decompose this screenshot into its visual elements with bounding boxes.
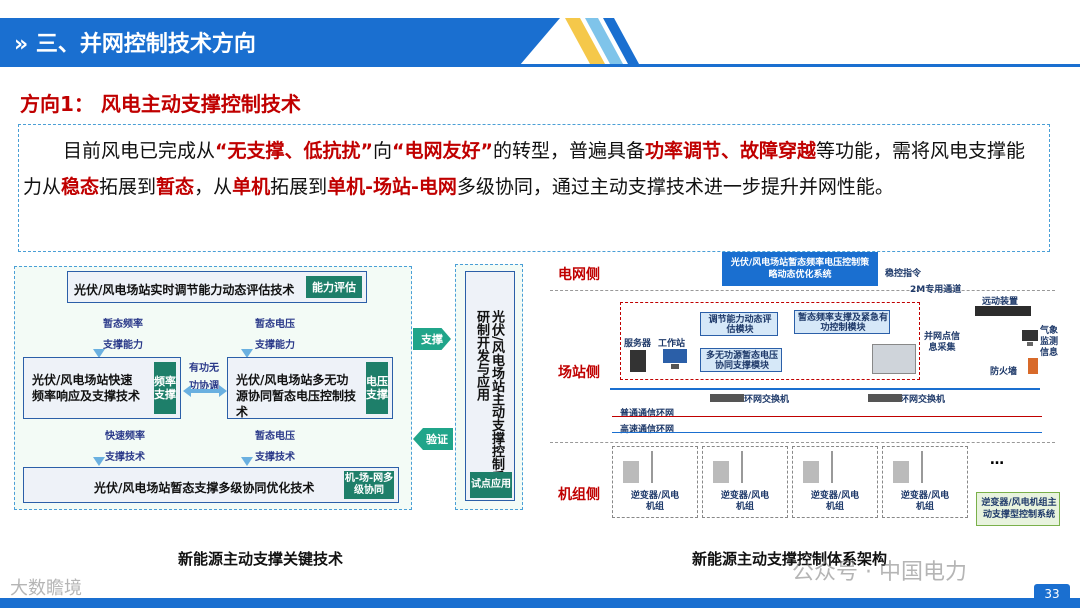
ellipsis: … — [990, 452, 1004, 468]
remote-device-icon — [975, 306, 1031, 316]
freq-support-box: 光伏/风电场站快速频率响应及支撑技术 频率支撑 — [23, 357, 181, 419]
bottom-tech-tag: 机-场-网多级协同 — [344, 471, 394, 499]
fast-ring-line — [612, 432, 1042, 433]
normal-ring-line — [612, 416, 1042, 417]
label-coord: 有功无功协调 — [189, 363, 219, 392]
weather-label: 气象监测信息 — [1039, 326, 1058, 358]
left-caption: 新能源主动支撑关键技术 — [178, 550, 344, 568]
unit-box: 逆变器/风电机组 — [702, 446, 788, 518]
server-label: 服务器 — [624, 339, 652, 349]
firewall-icon — [1028, 358, 1038, 374]
switch-icon — [868, 394, 902, 402]
legend-box: 逆变器/风电机组主动支撑型控制系统 — [976, 492, 1060, 526]
unit-box: 逆变器/风电机组 — [882, 446, 968, 518]
channel-label: 2M专用通道 — [910, 285, 962, 295]
footer-bar — [0, 598, 1080, 608]
label-fast-freq: 快速频率支撑技术 — [105, 431, 145, 463]
double-arrow-icon — [183, 385, 227, 397]
label-trans-volt: 暂态电压支撑技术 — [255, 431, 295, 463]
workstation-icon — [663, 349, 687, 369]
ring-line — [610, 388, 1040, 390]
switch-icon — [710, 394, 744, 402]
system-dev-box: 光伏/风电场站主动支撑控制系统研制开发与应用 试点应用 — [465, 271, 515, 501]
eval-module: 调节能力动态评估模块 — [700, 312, 778, 336]
volt-module: 多无功源暂态电压协同支撑模块 — [700, 348, 782, 372]
arrow-down-icon — [241, 457, 253, 466]
divider — [550, 290, 1055, 291]
station-side-label: 场站侧 — [558, 365, 600, 381]
right-caption: 新能源主动支撑控制体系架构 — [692, 550, 888, 568]
label-volt: 暂态电压支撑能力 — [255, 319, 295, 351]
remote-label: 远动装置 — [982, 297, 1019, 307]
divider — [550, 442, 1055, 443]
firewall-label: 防火墙 — [990, 367, 1018, 377]
page-number: 33 — [1034, 584, 1070, 604]
watermark-right: 公众号 · 中国电力 — [792, 560, 967, 585]
computer-icon — [1022, 330, 1038, 346]
arrow-down-icon — [93, 349, 105, 358]
unit-side-label: 机组侧 — [558, 487, 600, 503]
arrow-down-icon — [93, 457, 105, 466]
optimization-system-box: 光伏/风电场站暂态频率电压控制策略动态优化系统 — [722, 252, 878, 286]
arrow-down-icon — [241, 349, 253, 358]
ring-switch-label-2: 环网交换机 — [900, 395, 946, 405]
section-title: » 三、并网控制技术方向 — [14, 32, 256, 57]
normal-ring-label: 普通通信环网 — [620, 409, 675, 419]
intro-paragraph: 目前风电已完成从“无支撑、低抗扰”向“电网友好”的转型，普遍具备功率调节、故障穿… — [18, 124, 1050, 252]
controller-icon — [872, 344, 916, 374]
header-decoration — [565, 18, 639, 64]
pilot-tag: 试点应用 — [470, 472, 512, 498]
unit-box: 逆变器/风电机组 — [792, 446, 878, 518]
volt-support-box: 光伏/风电场站多无功源协同暂态电压控制技术 电压支撑 — [227, 357, 393, 419]
freq-support-tag: 频率支撑 — [154, 362, 176, 414]
workstation-label: 工作站 — [658, 339, 686, 349]
unit-box: 逆变器/风电机组 — [612, 446, 698, 518]
direction-heading: 方向1： 风电主动支撑控制技术 — [20, 92, 301, 116]
system-dev-panel: 光伏/风电场站主动支撑控制系统研制开发与应用 试点应用 — [455, 264, 523, 510]
architecture-diagram: 电网侧 场站侧 机组侧 光伏/风电场站暂态频率电压控制策略动态优化系统 稳控指令… — [550, 246, 1060, 546]
watermark-left: 大数瞻境 — [10, 578, 82, 599]
top-tech-tag: 能力评估 — [306, 276, 362, 298]
top-tech-box: 光伏/风电场站实时调节能力动态评估技术 能力评估 — [67, 271, 367, 303]
support-arrow: 支撑 — [413, 328, 451, 350]
ring-switch-label-1: 环网交换机 — [744, 395, 790, 405]
stable-cmd-label: 稳控指令 — [885, 269, 922, 279]
key-tech-diagram: 光伏/风电场站实时调节能力动态评估技术 能力评估 暂态频率支撑能力 暂态电压支撑… — [14, 266, 412, 510]
grid-side-label: 电网侧 — [558, 267, 600, 283]
grid-point-label: 并网点信息采集 — [923, 332, 960, 353]
header-underline — [0, 64, 1080, 67]
station-boundary — [620, 302, 920, 380]
section-header-bar — [0, 18, 560, 64]
label-freq: 暂态频率支撑能力 — [103, 319, 143, 351]
freq-module: 暂态频率支撑及紧急有功控制模块 — [794, 310, 890, 334]
volt-support-tag: 电压支撑 — [366, 362, 388, 414]
bottom-tech-box: 光伏/风电场站暂态支撑多级协同优化技术 机-场-网多级协同 — [23, 467, 399, 503]
verify-arrow: 验证 — [413, 428, 453, 450]
server-icon — [630, 350, 646, 372]
fast-ring-label: 高速通信环网 — [620, 425, 675, 435]
